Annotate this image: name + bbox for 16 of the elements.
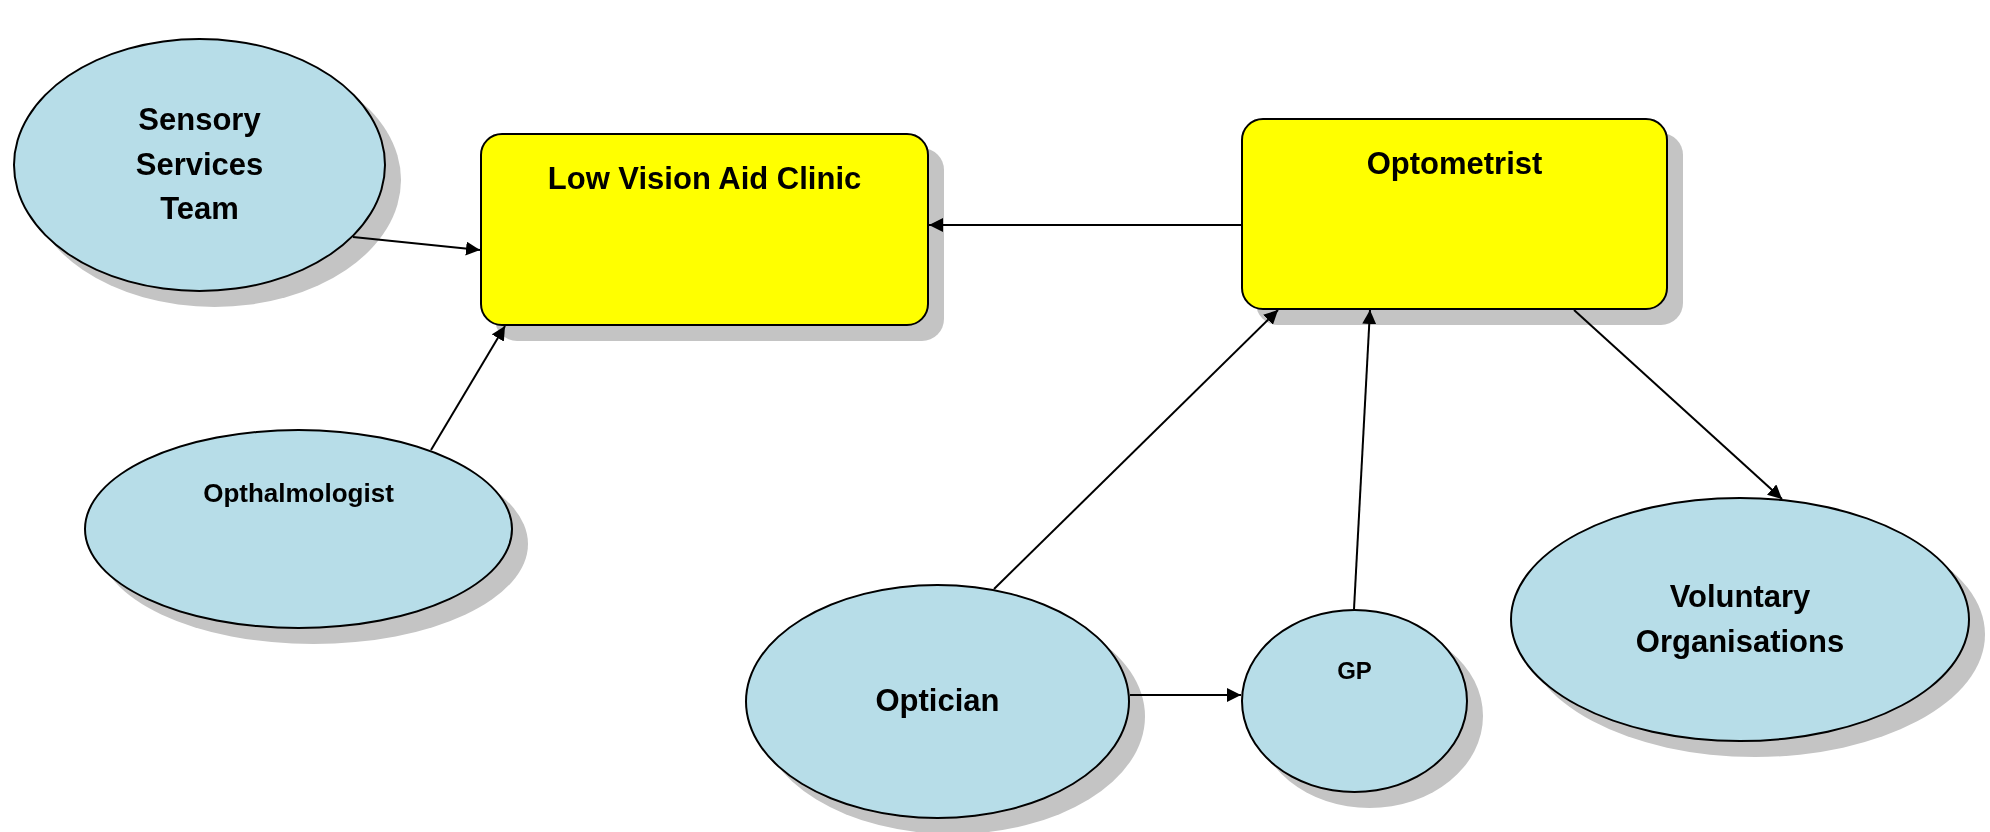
node-label: GP [1337,655,1372,686]
node-label: Low Vision Aid Clinic [547,160,862,198]
node-label: Optician [875,682,1000,721]
arrow [928,218,1242,232]
node-label: Sensory Services Team [134,100,265,229]
node-label: Optometrist [1366,145,1543,183]
arrow [1573,309,1783,500]
process-box [1241,118,1668,310]
node-label: Voluntary Organisations [1634,577,1846,661]
arrow [1353,309,1377,610]
arrow [1129,688,1242,702]
arrow [993,309,1279,590]
process-box [480,133,929,326]
arrow [352,236,481,256]
arrow [430,325,506,451]
node-label: Opthalmologist [203,477,394,511]
